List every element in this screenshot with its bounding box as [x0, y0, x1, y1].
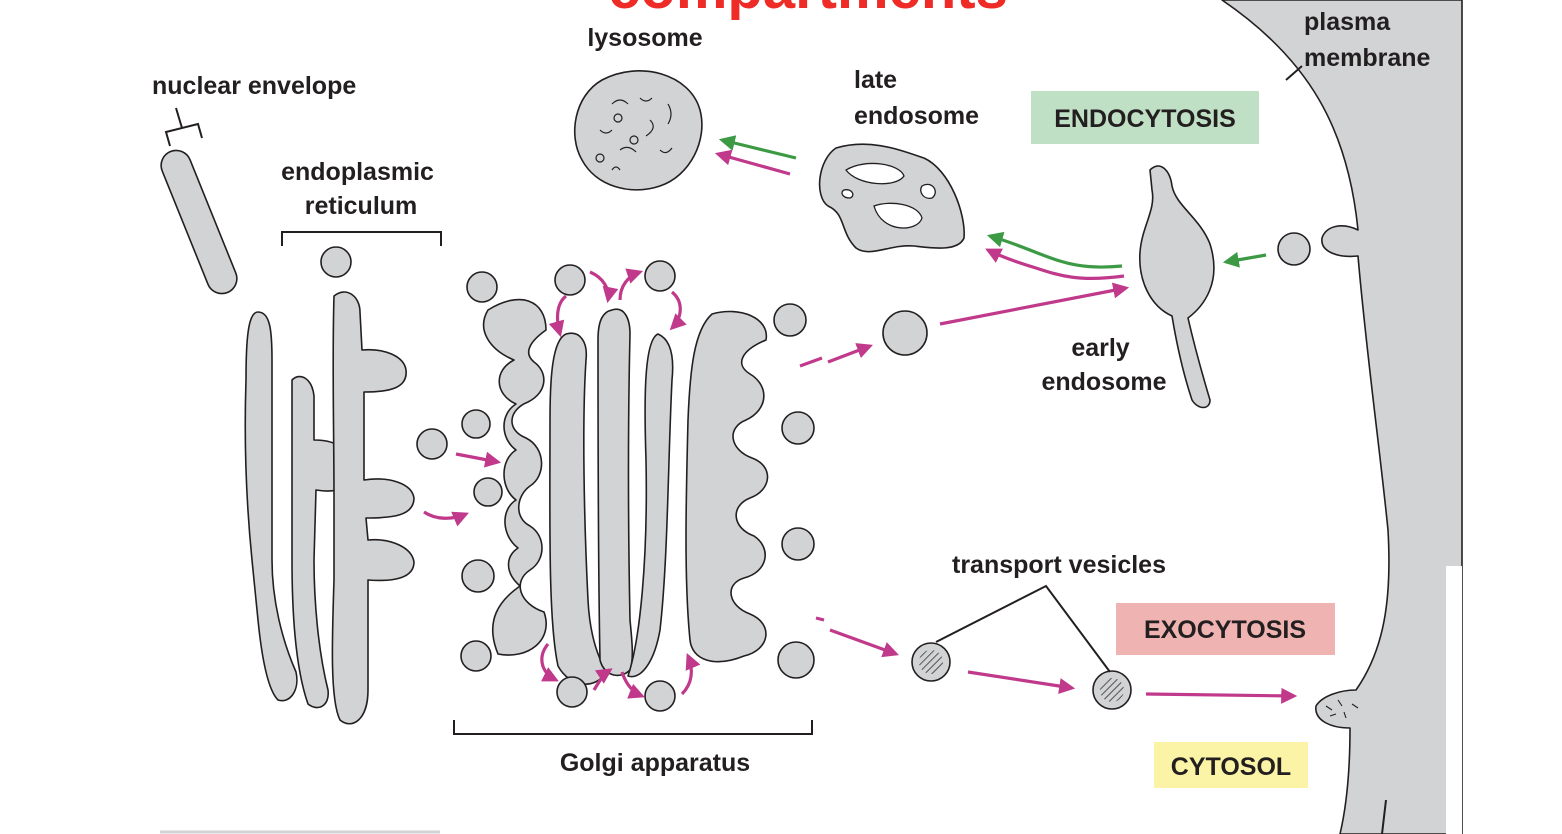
late-endosome-to-lysosome-arrow [714, 149, 791, 176]
golgi-recycling-arrow [669, 290, 687, 331]
plasma-membrane-pointer [1285, 65, 1303, 81]
exocytosis-fusion-marks [1325, 699, 1359, 719]
plasma-membrane-label-line: plasma [1304, 8, 1391, 36]
endocytic-vesicle [1277, 232, 1311, 266]
nuclear-envelope-pointer [175, 107, 183, 129]
early-endosome-shape [1139, 165, 1215, 409]
late-endosome-shape [818, 143, 965, 253]
early-endosome-label-line: early [1071, 334, 1129, 362]
golgi-to-endosome-arrow [799, 356, 823, 368]
early-to-late-endosome-arrow [986, 231, 1123, 269]
golgi-apparatus [460, 260, 815, 712]
endoplasmic-reticulum [244, 246, 448, 725]
transport-vesicle [1092, 670, 1132, 710]
late-endosome-label: late endosome [854, 66, 979, 130]
golgi-apparatus-label: Golgi apparatus [560, 749, 750, 777]
golgi-to-transport-vesicle-arrow [815, 616, 825, 622]
endocytosis-box-label: ENDOCYTOSIS [1054, 105, 1236, 133]
late-endosome-to-lysosome-arrow [718, 135, 797, 160]
er-bracket [281, 231, 442, 246]
exocytosis-box [1116, 603, 1335, 655]
plasma-membrane-label-line: membrane [1304, 44, 1431, 72]
early-to-late-endosome-arrow [985, 248, 1125, 281]
er-to-golgi-arrow [423, 510, 469, 527]
nuclear-envelope-bracket [164, 122, 203, 147]
diagram-title: compartments [608, 0, 1008, 21]
er-label-line: reticulum [305, 192, 418, 220]
endoplasmic-reticulum-label: endoplasmic reticulum [281, 158, 441, 220]
golgi-recycling-arrow [540, 642, 559, 682]
late-endosome-label-line: late [854, 66, 897, 94]
transport-vesicles-label: transport vesicles [952, 551, 1166, 579]
nuclear-envelope-label: nuclear envelope [152, 72, 356, 100]
plasma-membrane-shape [1221, 0, 1463, 834]
golgi-to-endosome-vesicle [882, 310, 928, 356]
endocytosis-box [1031, 91, 1259, 144]
stray-line [1381, 799, 1387, 834]
exocytosis-box-label: EXOCYTOSIS [1144, 616, 1306, 644]
golgi-recycling-arrow [620, 671, 645, 699]
transport-vesicle-to-membrane-arrow [1145, 687, 1298, 704]
golgi-to-transport-vesicle-arrow [829, 628, 900, 658]
transport-vesicle-arrow [967, 670, 1076, 694]
golgi-bracket [453, 720, 813, 735]
plasma-membrane-white-band [1446, 566, 1462, 834]
late-endosome-label-line: endosome [854, 102, 979, 130]
er-label-line: endoplasmic [281, 158, 434, 186]
transport-vesicle [911, 642, 951, 682]
transport-vesicles-pointer [935, 584, 1111, 673]
golgi-recycling-arrow [680, 653, 701, 696]
golgi-to-endosome-arrow [827, 343, 873, 364]
golgi-recycling-arrow [589, 270, 619, 304]
nuclear-envelope-shape [160, 149, 238, 295]
cytosol-box [1154, 742, 1308, 788]
lysosome-label: lysosome [587, 24, 702, 52]
early-endosome-label: early endosome [1041, 334, 1166, 396]
plasma-membrane-label: plasma membrane [1304, 8, 1431, 72]
endocytosis-arrow [1222, 251, 1267, 268]
cytosol-box-label: CYTOSOL [1171, 753, 1291, 781]
golgi-recycling-arrow [618, 268, 644, 301]
lysosome-shape [573, 70, 703, 191]
early-endosome-label-line: endosome [1041, 368, 1166, 396]
vesicle-to-early-endosome-arrow [939, 282, 1130, 326]
golgi-recycling-arrow [548, 294, 568, 338]
golgi-recycling-arrow [592, 668, 613, 691]
er-to-golgi-arrow [455, 451, 502, 468]
